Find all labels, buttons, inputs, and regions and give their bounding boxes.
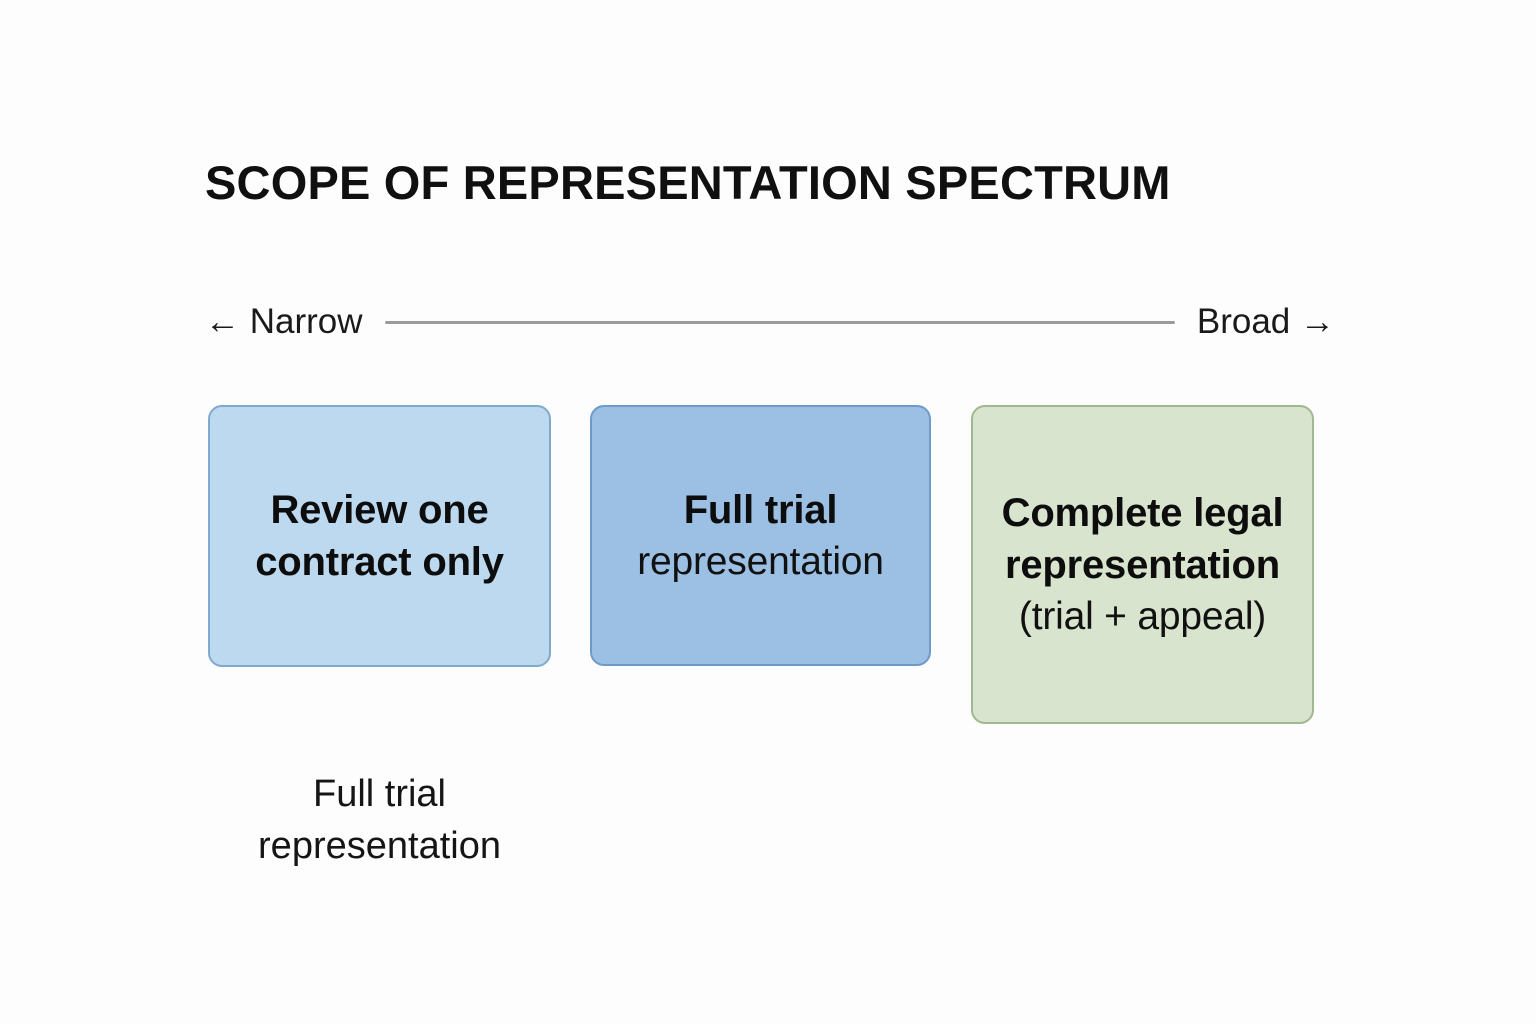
spectrum-line [384,320,1175,324]
scope-card-broad-title: Complete legal representation [1001,490,1284,587]
scope-card-middle[interactable]: Full trial representation [590,405,931,666]
page-title: SCOPE OF REPRESENTATION SPECTRUM [205,156,1171,209]
scope-card-broad[interactable]: Complete legal representation (trial + a… [971,405,1314,724]
spectrum-axis: ← Narrow Broad → [205,297,1335,347]
scope-card-narrow-title: Review one contract only [255,488,504,584]
scope-card-broad-subtitle: (trial + appeal) [1018,594,1267,638]
spectrum-label-narrow: ← Narrow [205,302,363,341]
scope-card-middle-subtitle: representation [637,539,884,583]
bottom-caption: Full trial representation [258,773,501,867]
scope-card-middle-title: Full trial [683,487,838,532]
scope-card-narrow[interactable]: Review one contract only [208,405,551,667]
spectrum-label-broad: Broad → [1196,302,1335,341]
